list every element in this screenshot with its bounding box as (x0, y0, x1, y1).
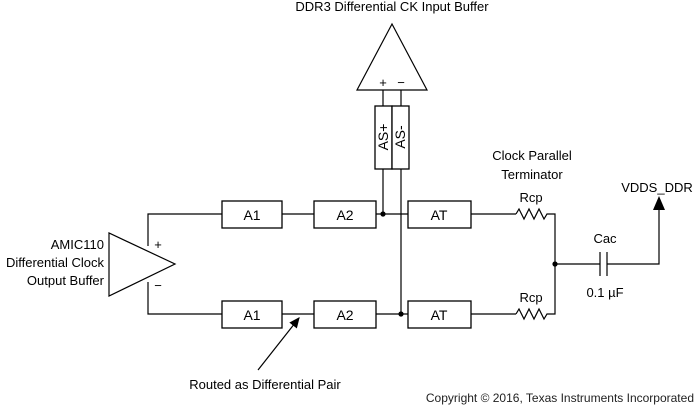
bottom-at-label: AT (431, 307, 448, 323)
bottom-trace-lead (147, 282, 222, 315)
bottom-a2-label: A2 (336, 307, 353, 323)
bottom-rcp-label: Rcp (519, 290, 542, 305)
top-trace-lead (147, 213, 222, 246)
input-buffer-minus: − (397, 75, 405, 90)
input-buffer-triangle (356, 22, 428, 91)
output-buffer-plus: + (154, 237, 162, 252)
top-rcp-label: Rcp (519, 190, 542, 205)
top-at-box (407, 200, 472, 229)
bottom-junction-dot (398, 311, 404, 317)
terminator-label-line2: Terminator (501, 167, 563, 182)
top-at-label: AT (431, 207, 448, 223)
bottom-a1-box (221, 300, 283, 329)
output-buffer-triangle (108, 232, 177, 297)
cac-label: Cac (593, 231, 617, 246)
diagram-title: DDR3 Differential CK Input Buffer (295, 0, 489, 14)
bottom-a1-label: A1 (243, 307, 260, 323)
output-buffer-label-line2: Differential Clock (6, 255, 105, 270)
top-a2-label: A2 (336, 207, 353, 223)
copyright-notice: Copyright © 2016, Texas Instruments Inco… (426, 391, 694, 405)
top-a1-label: A1 (243, 207, 260, 223)
top-junction-dot (380, 211, 386, 217)
output-buffer-label-line3: Output Buffer (27, 273, 105, 288)
bottom-a2-box (313, 300, 377, 329)
output-buffer-minus: − (154, 278, 162, 293)
cap-supply-wire (607, 203, 660, 265)
annotation-arrow (257, 317, 300, 371)
stub-as-minus-label: AS- (392, 125, 408, 149)
supply-label: VDDS_DDR (621, 180, 693, 195)
top-a2-box (313, 200, 377, 229)
input-buffer-plus: + (379, 75, 387, 90)
top-rcp-resistor (515, 207, 556, 264)
cac-value: 0.1 µF (586, 285, 623, 300)
output-buffer-label-line1: AMIC110 (51, 237, 104, 252)
bottom-rcp-resistor (515, 264, 556, 321)
supply-arrow-icon (653, 196, 665, 210)
stub-as-plus-label: AS+ (375, 124, 391, 151)
annotation-label: Routed as Differential Pair (189, 377, 341, 392)
terminator-label-line1: Clock Parallel (492, 148, 572, 163)
top-a1-box (221, 200, 283, 229)
